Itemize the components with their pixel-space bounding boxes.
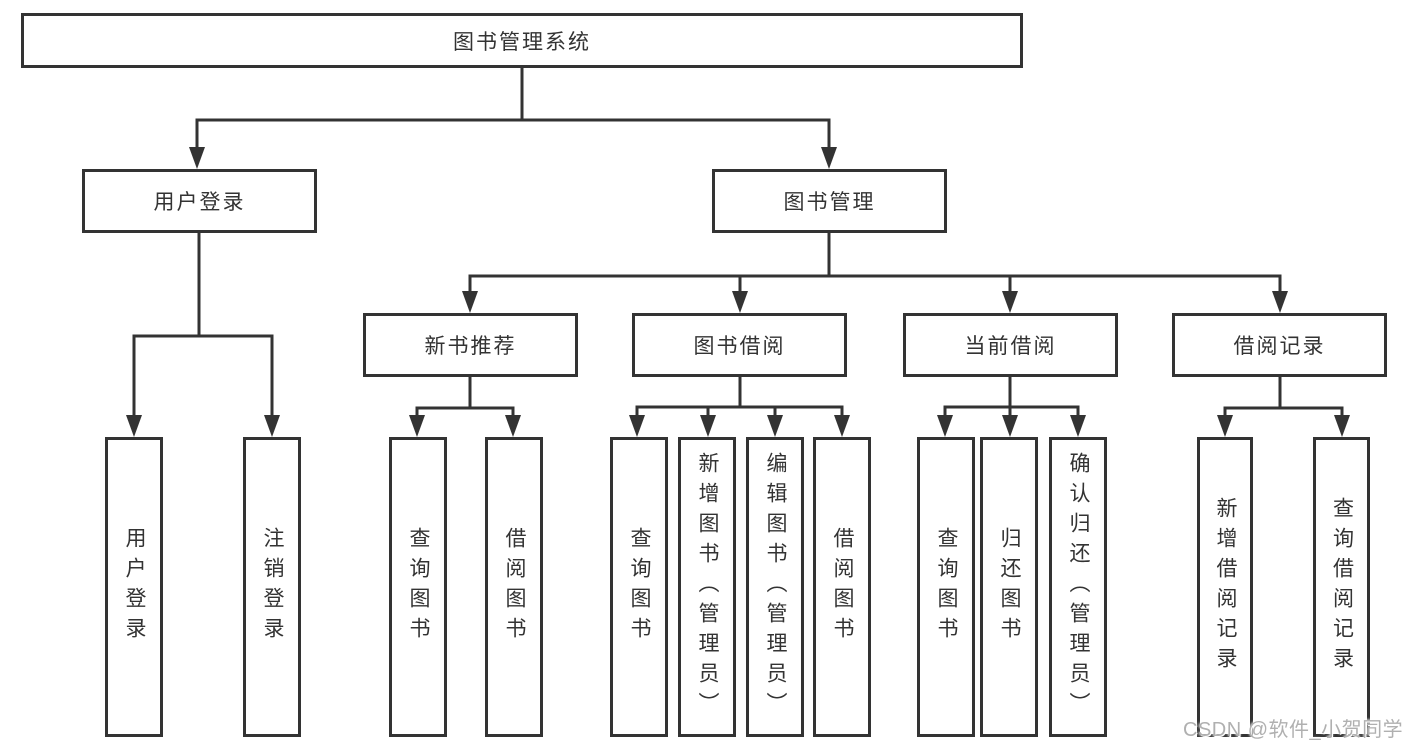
node-borrowing-records: 借阅记录 bbox=[1172, 313, 1387, 377]
node-current-borrowing: 当前借阅 bbox=[903, 313, 1118, 377]
leaf-add-borrow-record: 新增借阅记录 bbox=[1197, 437, 1253, 737]
leaf-borrow-books: 借阅图书 bbox=[813, 437, 871, 737]
node-new-book-recommend: 新书推荐 bbox=[363, 313, 578, 377]
node-root-system: 图书管理系统 bbox=[21, 13, 1023, 68]
leaf-user-login: 用户登录 bbox=[105, 437, 163, 737]
node-user-login: 用户登录 bbox=[82, 169, 317, 233]
csdn-watermark: CSDN @软件_小贺同学 bbox=[1183, 719, 1404, 741]
leaf-edit-books-admin: 编辑图书（管理员） bbox=[746, 437, 804, 737]
leaf-confirm-return-admin: 确认归还（管理员） bbox=[1049, 437, 1107, 737]
leaf-query-books-current: 查询图书 bbox=[917, 437, 975, 737]
node-book-borrowing: 图书借阅 bbox=[632, 313, 847, 377]
leaf-query-borrow-record: 查询借阅记录 bbox=[1313, 437, 1370, 737]
leaf-add-books-admin: 新增图书（管理员） bbox=[678, 437, 736, 737]
node-book-management: 图书管理 bbox=[712, 169, 947, 233]
leaf-query-books-recommend: 查询图书 bbox=[389, 437, 447, 737]
leaf-logout: 注销登录 bbox=[243, 437, 301, 737]
leaf-return-books: 归还图书 bbox=[980, 437, 1038, 737]
leaf-query-books-borrowing: 查询图书 bbox=[610, 437, 668, 737]
leaf-borrow-books-recommend: 借阅图书 bbox=[485, 437, 543, 737]
